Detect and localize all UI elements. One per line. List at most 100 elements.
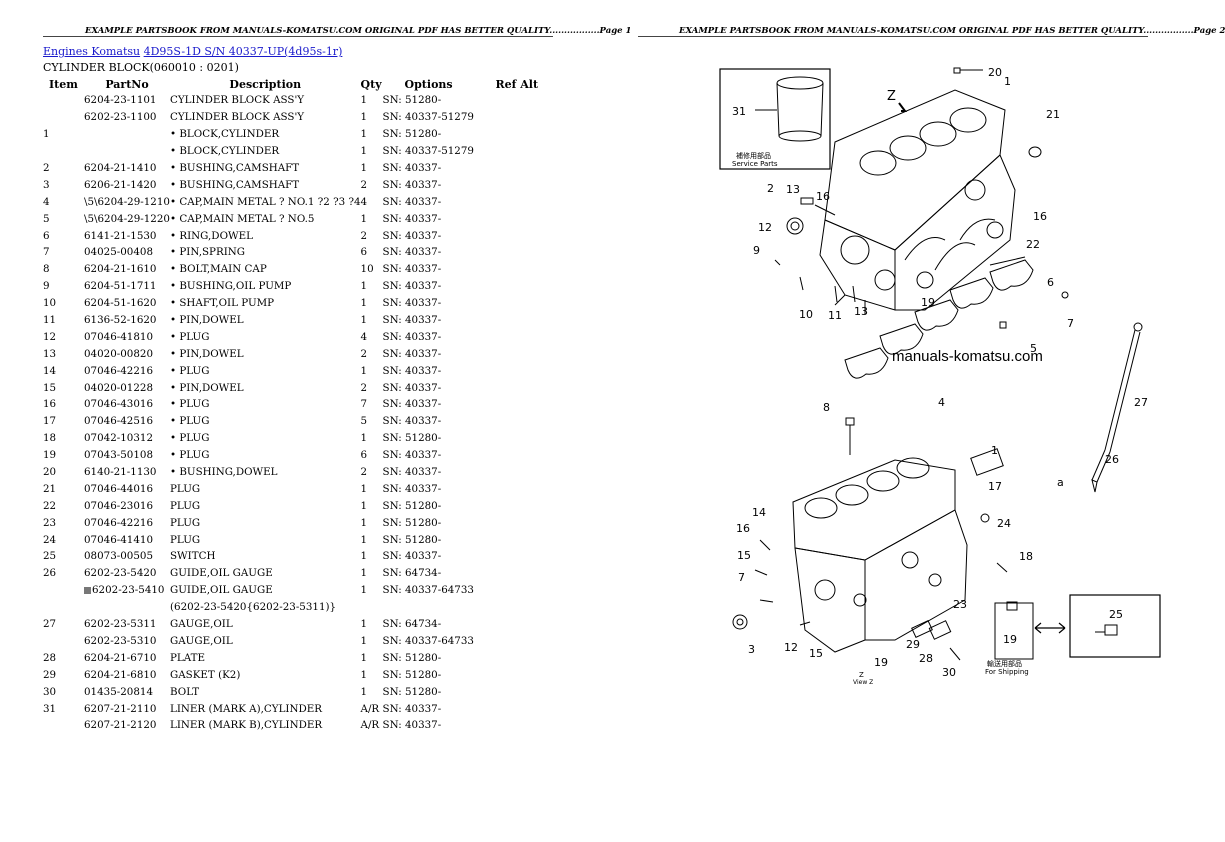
partno-text: 07046-44016: [84, 482, 153, 495]
cell-description: GASKET (K2): [170, 666, 361, 683]
cell-options: SN: 40337-: [383, 717, 496, 734]
cell-qty: 2: [361, 464, 383, 481]
cell-item: 13: [43, 345, 84, 362]
cell-item: 25: [43, 548, 84, 565]
cell-partno: 6202-23-5420: [84, 565, 170, 582]
options-text: SN: 40337-: [382, 482, 442, 495]
description-text: • PLUG: [170, 415, 210, 428]
cell-item: 10: [43, 295, 84, 312]
cell-ref-alt: [496, 143, 539, 160]
cell-ref-alt: [496, 497, 539, 514]
lower-cylinder-block: [732, 448, 1008, 661]
svg-text:19: 19: [874, 656, 888, 669]
svg-text:25: 25: [1109, 608, 1123, 621]
qty-text: 4: [360, 195, 368, 208]
cell-options: SN: 40337-: [383, 261, 496, 278]
cell-description: PLATE: [170, 649, 361, 666]
cell-qty: 1: [361, 312, 383, 329]
partno-text: 07046-41410: [84, 533, 153, 546]
item-text: 28: [43, 651, 57, 664]
item-text: 11: [43, 314, 57, 327]
cell-ref-alt: [496, 616, 539, 633]
svg-text:20: 20: [988, 66, 1002, 79]
cell-item: 2: [43, 160, 84, 177]
cell-item: [43, 143, 84, 160]
svg-text:1: 1: [991, 444, 998, 457]
cell-qty: 5: [361, 413, 383, 430]
partno-text: 6202-23-5420: [84, 567, 157, 580]
cell-qty: 1: [361, 143, 383, 160]
cell-options: SN: 40337-: [383, 312, 496, 329]
item-text: 3: [43, 178, 50, 191]
cell-partno: 07042-10312: [84, 430, 170, 447]
options-text: SN: 40337-64733: [382, 634, 474, 647]
cell-ref-alt: [496, 160, 539, 177]
qty-text: 1: [360, 567, 368, 580]
qty-text: 1: [360, 533, 368, 546]
cell-options: SN: 51280-: [383, 126, 496, 143]
description-text: • RING,DOWEL: [170, 229, 253, 242]
breadcrumb-link-model[interactable]: 4D95S-1D S/N 40337-UP(4d95s-1r): [143, 45, 343, 58]
description-text: PLUG: [170, 482, 201, 495]
service-parts-inset: [719, 68, 831, 170]
description-text: BOLT: [170, 685, 200, 698]
options-text: SN: 40337-: [382, 297, 442, 310]
cell-partno: \5\6204-29-1210: [84, 193, 170, 210]
svg-text:26: 26: [1105, 453, 1119, 466]
qty-text: 1: [360, 685, 368, 698]
svg-text:15: 15: [737, 549, 751, 562]
cell-options: SN: 40337-: [383, 379, 496, 396]
cell-qty: 1: [361, 92, 383, 109]
cell-ref-alt: [496, 244, 539, 261]
options-text: SN: 51280-: [382, 668, 442, 681]
cell-options: SN: 40337-: [383, 328, 496, 345]
cell-ref-alt: [496, 633, 539, 650]
cell-description: • PLUG: [170, 447, 361, 464]
breadcrumb-link-engines[interactable]: Engines Komatsu: [43, 45, 141, 58]
svg-text:3: 3: [748, 643, 755, 656]
cell-qty: 4: [361, 193, 383, 210]
cell-description: BOLT: [170, 683, 361, 700]
partno-text: 07046-42216: [84, 516, 153, 529]
cell-description: • PLUG: [170, 430, 361, 447]
cell-item: 11: [43, 312, 84, 329]
item-text: 7: [43, 246, 50, 259]
cell-options: SN: 40337-: [383, 447, 496, 464]
cell-item: [43, 633, 84, 650]
partno-text: 6141-21-1530: [84, 229, 157, 242]
cell-partno: 07046-41410: [84, 531, 170, 548]
col-header-options: Options: [404, 77, 453, 91]
svg-text:10: 10: [799, 308, 813, 321]
cell-partno: [84, 126, 170, 143]
qty-text: 1: [360, 584, 368, 597]
cell-ref-alt: [496, 413, 539, 430]
qty-text: 1: [360, 297, 368, 310]
cell-item: 7: [43, 244, 84, 261]
cell-qty: [361, 599, 383, 616]
cell-ref-alt: [496, 362, 539, 379]
cell-description: • PLUG: [170, 328, 361, 345]
parts-page-2: EXAMPLE PARTSBOOK FROM MANUALS-KOMATSU.C…: [595, 0, 1225, 842]
qty-text: 1: [360, 634, 368, 647]
item-text: 14: [43, 364, 57, 377]
cell-options: SN: 51280-: [383, 683, 496, 700]
cell-description: • PIN,SPRING: [170, 244, 361, 261]
cell-qty: 1: [361, 278, 383, 295]
shipping-inset: [994, 594, 1161, 660]
cell-ref-alt: [496, 531, 539, 548]
cell-partno: [84, 599, 170, 616]
cell-description: • PLUG: [170, 362, 361, 379]
qty-text: 1: [360, 280, 368, 293]
options-text: SN: 40337-: [382, 347, 442, 360]
